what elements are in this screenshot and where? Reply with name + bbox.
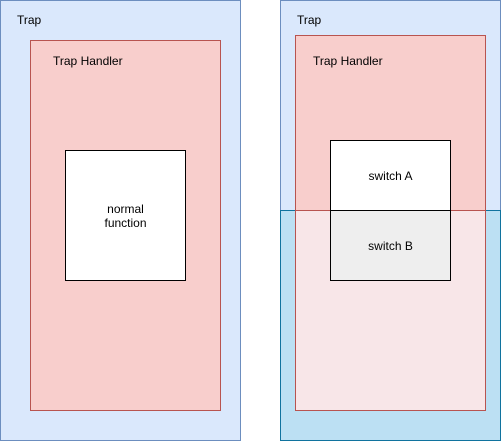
switch-b-box: switch B xyxy=(330,210,451,281)
trap-left-label: Trap xyxy=(17,13,42,27)
trap-right-label: Trap xyxy=(297,13,322,27)
switch-a-box: switch A xyxy=(330,140,451,211)
trap-handler-right-label: Trap Handler xyxy=(313,54,383,68)
trap-handler-left-label: Trap Handler xyxy=(53,54,123,68)
normal-function-box: normal function xyxy=(65,150,186,281)
